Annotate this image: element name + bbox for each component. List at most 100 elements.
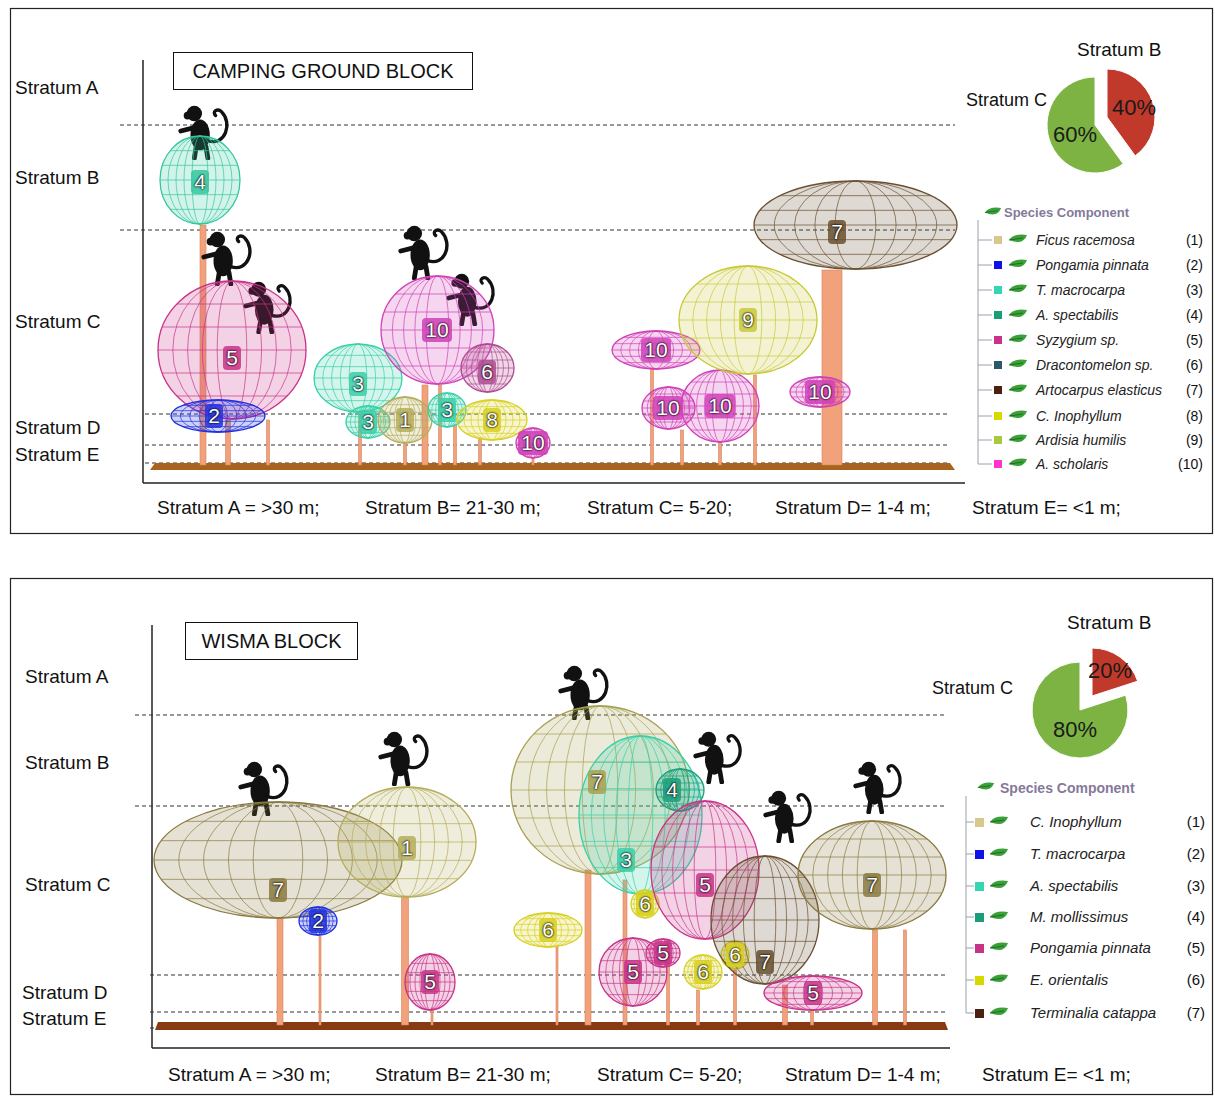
tree-trunk (479, 438, 482, 465)
leaf-icon (978, 208, 1027, 1016)
tree-crown: 2 (298, 906, 338, 936)
crown-meridian (727, 941, 744, 969)
callout-number: 7 (828, 220, 846, 243)
crown-parallel (325, 355, 391, 356)
legend-text: Terminalia catappa (1030, 1004, 1156, 1021)
crown-parallel (467, 384, 507, 385)
axis-line (143, 60, 965, 1048)
crown-meridian (724, 941, 746, 969)
legend-tree (966, 886, 974, 887)
crown-parallel (759, 210, 950, 211)
crown-parallel (683, 418, 757, 419)
crown-parallel (395, 294, 479, 295)
crown-meridian (637, 890, 654, 918)
legend-swatch (994, 436, 1002, 444)
callout-number: 5 (223, 346, 241, 369)
callout-number: 5 (804, 981, 822, 1004)
crown-meridian (652, 387, 684, 429)
callout-number: 4 (191, 170, 209, 193)
tree-crown: 10 (789, 376, 851, 408)
callout-number: 7 (588, 770, 606, 793)
tree-crown: 1 (337, 786, 477, 898)
monkey-silhouette (856, 762, 901, 812)
tree-trunk (873, 930, 878, 1025)
callout-number: 2 (309, 909, 327, 932)
legend-text: A. spectabilis (1036, 307, 1118, 323)
legend-swatch (994, 336, 1002, 344)
callout-number: 3 (349, 372, 367, 395)
leaf-icon (1009, 385, 1027, 393)
crown-outline (299, 907, 337, 935)
leaf-icon (1009, 459, 1027, 467)
crown-parallel (356, 878, 459, 879)
crown-parallel (411, 963, 448, 964)
crown-parallel (714, 898, 816, 899)
legend-heading: Species Component (1004, 206, 1129, 221)
legend-heading: Species Component (1000, 780, 1135, 796)
crown-outline (681, 370, 759, 442)
crown-meridian (803, 976, 823, 1010)
leaf-icon (1009, 310, 1027, 318)
crown-parallel (817, 911, 927, 912)
tree-crown: 10 (680, 369, 760, 443)
legend-swatch (994, 261, 1002, 269)
stratum-label: Stratum C (966, 90, 1047, 111)
legend-swatch (994, 386, 1002, 394)
legend-text: A. spectabilis (1030, 877, 1118, 894)
crown-parallel (802, 857, 942, 858)
callout-number: 2 (205, 404, 223, 427)
stratum-label: Stratum C= 5-20; (597, 1064, 742, 1086)
tree-crown: 7 (753, 180, 958, 270)
crown-outline (405, 954, 455, 1010)
stratum-boundary (150, 1012, 945, 1013)
legend-tree (966, 980, 974, 981)
legend-swatch (975, 976, 984, 985)
callout-number: 6 (539, 918, 557, 941)
axis-line (143, 482, 965, 484)
legend-text: Dracontomelon sp. (1036, 357, 1154, 373)
crown-meridian (638, 331, 673, 369)
ground-strip (155, 1022, 948, 1030)
callout-number: 8 (483, 408, 501, 431)
callout-number: 6 (478, 360, 496, 383)
callout-number: 3 (359, 410, 377, 433)
legend-text: Pongamia pinnata (1030, 939, 1151, 956)
callout-number: 5 (421, 970, 439, 993)
callout-number: 10 (805, 380, 834, 403)
leaf-icon (1009, 285, 1027, 293)
tree-trunk (556, 946, 558, 1025)
crown-meridian (307, 907, 330, 935)
tree-trunk (454, 425, 457, 465)
crown-outline (516, 428, 550, 458)
crown-parallel (779, 195, 930, 196)
legend-number: (4) (1187, 908, 1205, 925)
title-box: CAMPING GROUND BLOCK (173, 52, 473, 90)
legend-swatch (975, 818, 984, 827)
crown-outline (790, 377, 850, 407)
stratum-label: Stratum A (25, 666, 108, 688)
tree-trunk (822, 270, 842, 465)
crown-parallel (665, 824, 745, 825)
crown-parallel (356, 805, 459, 806)
callout-number: 10 (422, 318, 451, 341)
tree-trunk (585, 870, 591, 1025)
crown-outline (754, 181, 957, 269)
legend-text: Ardisia humilis (1036, 432, 1126, 448)
crown-parallel (714, 941, 816, 942)
crown-parallel (385, 404, 425, 405)
crown-meridian (704, 370, 735, 442)
legend-swatch (975, 882, 984, 891)
crown-parallel (817, 839, 927, 840)
legend-tree (966, 220, 992, 1013)
tree-crown: 6 (683, 954, 723, 990)
legend-text: C. Inophyllum (1036, 408, 1122, 424)
crown-meridian (394, 397, 416, 443)
callout-number: 5 (654, 941, 672, 964)
tree-crown: 6 (460, 343, 515, 393)
stratum-label: Stratum B (1077, 39, 1161, 61)
crown-parallel (648, 422, 688, 423)
tree-trunk (267, 420, 270, 465)
tree-crown: 5 (763, 975, 863, 1011)
stratum-label: Stratum A = >30 m; (157, 497, 320, 519)
axis-line (152, 1047, 950, 1049)
